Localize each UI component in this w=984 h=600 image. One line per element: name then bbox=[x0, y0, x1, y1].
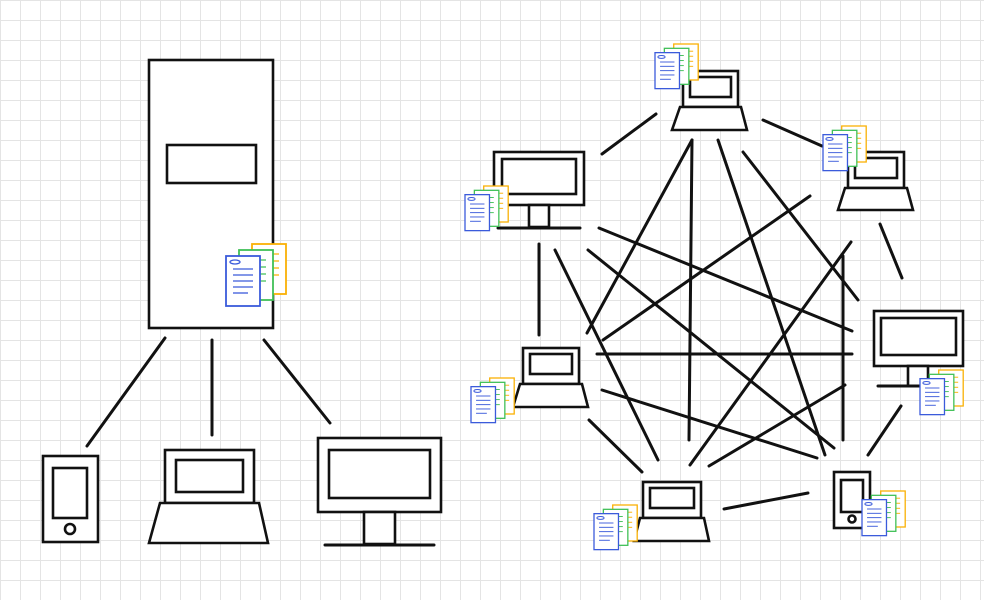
document-stack-icon bbox=[464, 185, 509, 232]
mesh-node-laptop-top-right bbox=[836, 150, 915, 212]
right-network bbox=[464, 43, 965, 551]
mesh-links bbox=[537, 112, 904, 511]
server-icon bbox=[147, 58, 275, 330]
phone-icon bbox=[41, 454, 100, 544]
link-server-monitor bbox=[262, 338, 332, 425]
laptop-icon bbox=[147, 448, 270, 545]
mesh-node-laptop-left bbox=[511, 346, 590, 409]
mesh-node-monitor-top-left bbox=[492, 150, 586, 230]
document-stack-icon bbox=[593, 504, 638, 551]
mesh-node-laptop-bottom bbox=[632, 480, 711, 543]
monitor-icon bbox=[316, 436, 443, 547]
link-server-phone bbox=[85, 336, 167, 448]
document-stack-icon bbox=[470, 377, 515, 424]
left-network bbox=[41, 58, 443, 547]
